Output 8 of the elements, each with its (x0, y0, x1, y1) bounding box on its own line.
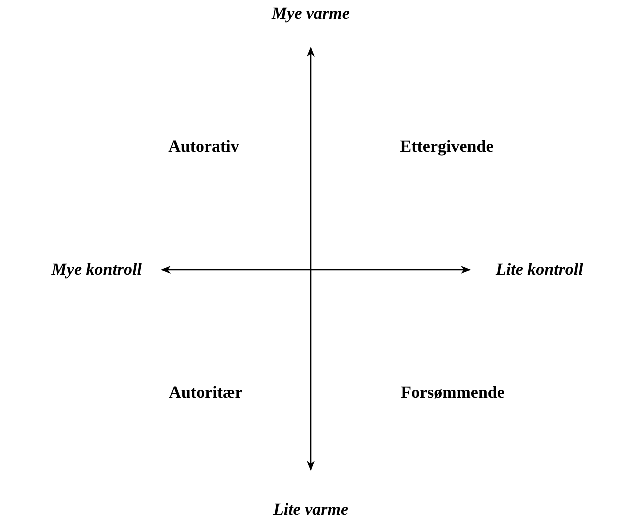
quadrant-label: Autorativ (168, 137, 240, 157)
axis-label: Mye kontroll (52, 260, 142, 280)
axis-label: Lite kontroll (496, 260, 584, 280)
quadrant-label: Ettergivende (400, 137, 494, 157)
quadrant-label: Autoritær (169, 383, 243, 403)
axis-label: Mye varme (272, 4, 350, 24)
quadrant-label: Forsømmende (401, 383, 505, 403)
axis-label: Lite varme (273, 500, 349, 520)
